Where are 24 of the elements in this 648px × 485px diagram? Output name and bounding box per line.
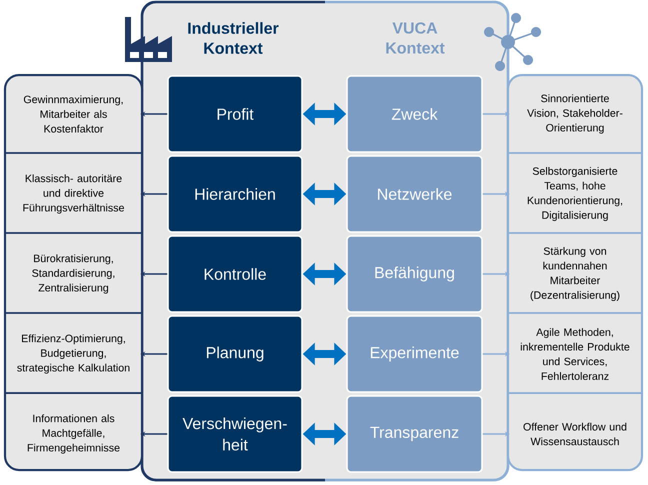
concept-box: Experimente <box>346 315 483 393</box>
column-heading: Industrieller Kontext <box>188 22 279 54</box>
concept-box: Hierarchien <box>167 155 303 233</box>
description-cell: Gewinnmaximierung, Mitarbeiter als Kostenfaktor <box>24 95 123 133</box>
description-cell: Stärkung von kundennahen Mitarbeiter (Dezentralisierung) <box>530 247 620 301</box>
description-cell: Offener Workflow und Wissensaustausch <box>524 422 626 446</box>
description-cell: Bürokratisierung, Standardisierung, Zentralisierung <box>32 254 114 294</box>
concept-box: Verschwiegen-heit <box>167 395 303 473</box>
description-cell: Informationen als Machtgefälle, Firmengeheimnisse <box>28 414 120 454</box>
concept-box: Kontrolle <box>167 235 303 313</box>
description-cell: Sinnorientierte Vision, Stakeholder-Orientierung <box>527 94 622 134</box>
concept-box: Planung <box>167 315 303 393</box>
side-panel <box>506 74 644 472</box>
description-cell: Selbstorganisierte Teams, hohe Kundenorientierung, Digitalisierung <box>528 167 622 221</box>
concept-box: Zweck <box>346 75 483 153</box>
description-cell: Effizienz-Optimierung, Budgetierung, strategische Kalkulation <box>17 334 130 374</box>
concept-box: Profit <box>167 75 303 153</box>
concept-box: Befähigung <box>346 235 483 313</box>
concept-box: Transparenz <box>346 395 483 473</box>
column-heading: VUCA Kontext <box>386 22 445 54</box>
description-cell: Klassisch- autoritäre und direktive Führungsverhältnisse <box>23 174 124 214</box>
side-panel <box>4 74 144 472</box>
concept-box: Netzwerke <box>346 155 483 233</box>
description-cell: Agile Methoden, inkrementelle Produkte und Services, Fehlertoleranz <box>520 328 630 380</box>
